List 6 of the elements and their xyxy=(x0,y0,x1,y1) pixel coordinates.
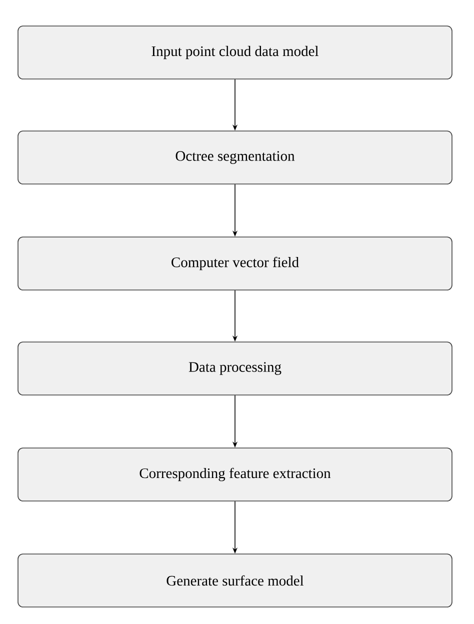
process-box: Input point cloud data model xyxy=(18,26,452,80)
process-box: Octree segmentation xyxy=(18,130,452,184)
process-box: Generate surface model xyxy=(18,554,452,608)
process-box: Computer vector field xyxy=(18,236,452,290)
process-box: Corresponding feature extraction xyxy=(18,448,452,502)
process-box: Data processing xyxy=(18,342,452,396)
